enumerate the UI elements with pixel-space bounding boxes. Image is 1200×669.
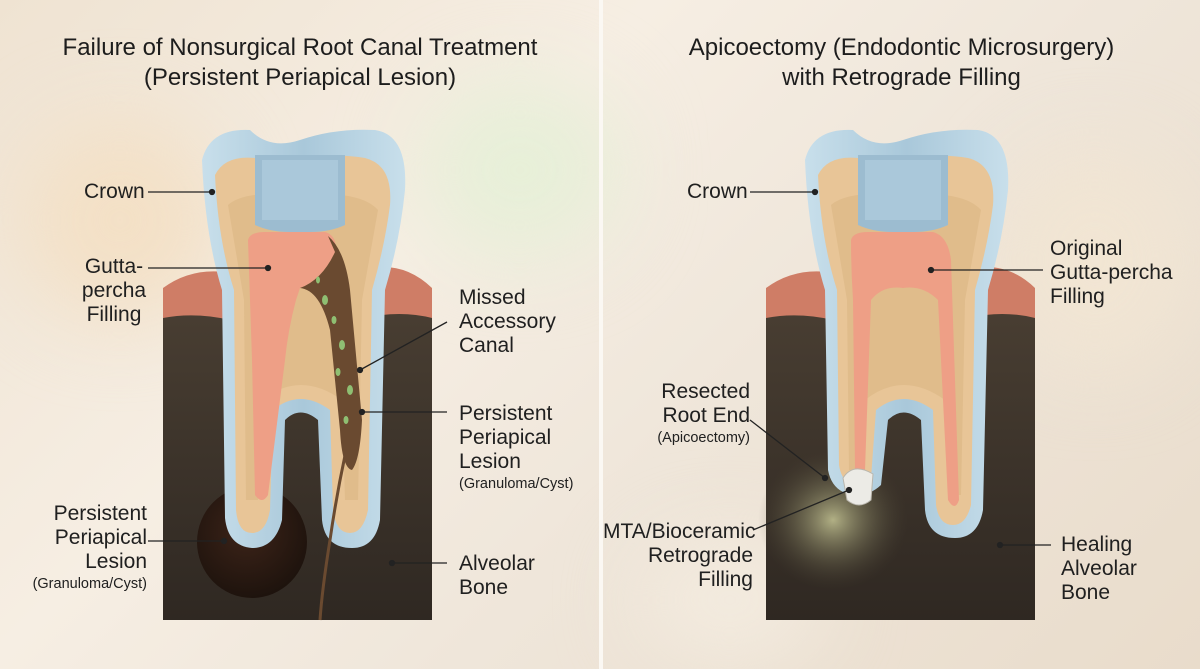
title-line-1: Apicoectomy (Endodontic Microsurgery) [688,34,1115,61]
label-resected-root-end: Resected Root End (Apicoectomy) [657,380,750,446]
title-line-1: Failure of Nonsurgical Root Canal Treatm… [62,34,538,61]
label-crown: Crown [687,180,748,203]
title-line-2: with Retrograde Filling [782,64,1021,91]
panel-apicoectomy: Apicoectomy (Endodontic Microsurgery) wi… [603,0,1200,669]
title-line-2: (Persistent Periapical Lesion) [143,64,457,91]
label-persistent-lesion-left: Persistent Periapical Lesion (Granuloma/… [32,502,147,592]
gutta-percha-filling [248,232,336,500]
label-healing-alveolar-bone: Healing Alveolar Bone [1061,533,1137,604]
retrograde-filling [842,468,874,506]
panel-title: Failure of Nonsurgical Root Canal Treatm… [0,33,600,93]
background-blur [420,80,620,260]
label-original-gutta-percha: Original Gutta-percha Filling [1050,237,1173,308]
panel-divider [599,0,603,669]
gingiva [163,271,230,320]
gingiva [766,271,833,320]
label-gutta-percha: Gutta- percha Filling [81,255,147,326]
tooth-illustration-apicoectomy [749,129,1051,620]
panel-title: Apicoectomy (Endodontic Microsurgery) wi… [603,33,1200,93]
label-crown: Crown [84,180,145,203]
label-mta-retrograde-filling: MTA/Bioceramic Retrograde Filling [603,520,756,591]
label-missed-accessory-canal: Missed Accessory Canal [459,286,556,357]
label-persistent-lesion-right: Persistent Periapical Lesion (Granuloma/… [459,402,574,492]
gutta-percha-filling [851,232,959,506]
label-alveolar-bone: Alveolar Bone [459,552,535,599]
tooth-illustration-failed [148,129,448,621]
accessory-canal [318,399,360,621]
panel-failed-root-canal: Failure of Nonsurgical Root Canal Treatm… [0,33,600,621]
infected-canal [300,236,362,470]
